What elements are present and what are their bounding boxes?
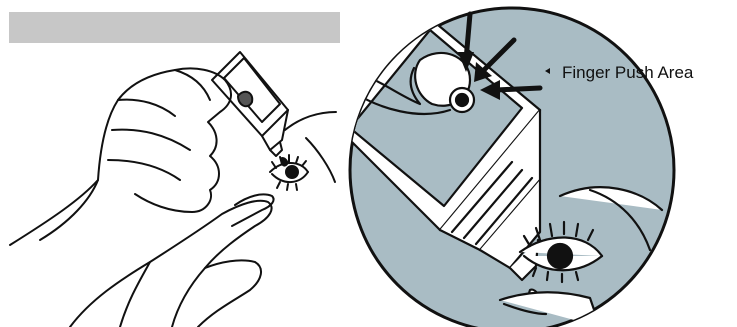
arrow-2-icon <box>481 37 517 73</box>
callout-pointer-icon <box>545 68 550 74</box>
zoom-circle <box>348 6 676 327</box>
finger-push-area-label: Finger Push Area <box>562 63 694 82</box>
lower-hand <box>69 199 273 327</box>
arrow-3-icon <box>493 85 543 93</box>
pulling-finger <box>231 193 275 227</box>
left-panel-illustration <box>9 51 337 327</box>
push-area-arrows <box>458 11 543 100</box>
left-dropper-bottle <box>211 51 289 167</box>
left-eye <box>269 154 309 191</box>
nose-line <box>305 137 336 183</box>
finger-push-button <box>414 51 476 114</box>
brow-line <box>284 111 337 131</box>
upper-hand <box>9 67 232 246</box>
gray-header-bar <box>9 12 340 43</box>
zoom-eye <box>498 186 664 327</box>
drop <box>280 157 289 167</box>
